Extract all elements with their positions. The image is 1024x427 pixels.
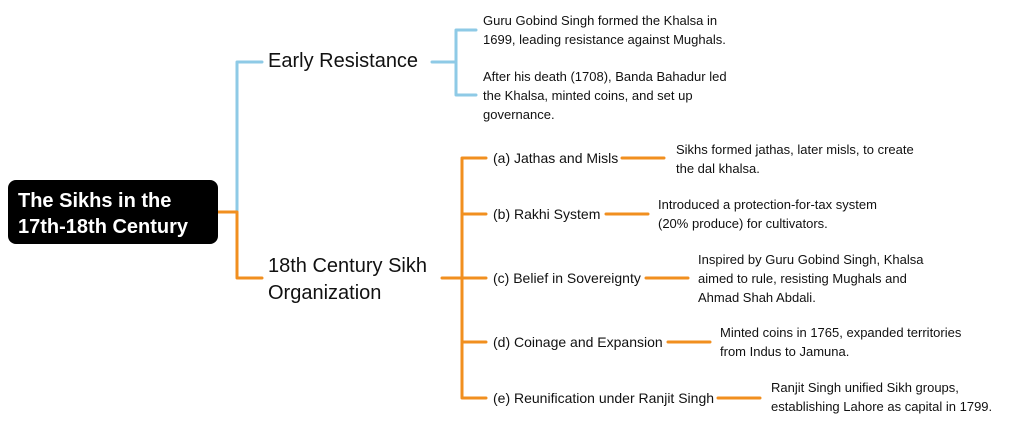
root-title-line-1: The Sikhs in the: [18, 190, 172, 212]
subtopic-rakhi-system: (b) Rakhi System: [493, 206, 601, 222]
detail-reunification-ranjit-singh: Ranjit Singh unified Sikh groups, establ…: [771, 378, 992, 416]
connector-root-18th-century: [216, 210, 264, 280]
detail-line: Ahmad Shah Abdali.: [698, 290, 816, 305]
connector-early-resistance-details: [430, 28, 478, 97]
subtopic-belief-in-sovereignty: (c) Belief in Sovereignty: [493, 270, 641, 286]
detail-line: Introduced a protection-for-tax system: [658, 197, 877, 212]
detail-line: governance.: [483, 107, 555, 122]
detail-belief-in-sovereignty: Inspired by Guru Gobind Singh, Khalsa ai…: [698, 250, 923, 307]
detail-line: the Khalsa, minted coins, and set up: [483, 88, 693, 103]
detail-line: (20% produce) for cultivators.: [658, 216, 828, 231]
detail-line: Guru Gobind Singh formed the Khalsa in: [483, 13, 718, 28]
detail-khalsa-formation: Guru Gobind Singh formed the Khalsa in 1…: [483, 11, 726, 49]
detail-line: After his death (1708), Banda Bahadur le…: [483, 69, 727, 84]
detail-line: Inspired by Guru Gobind Singh, Khalsa: [698, 252, 924, 267]
root-node: The Sikhs in the 17th-18th Century: [8, 180, 218, 244]
detail-banda-bahadur: After his death (1708), Banda Bahadur le…: [483, 67, 727, 124]
branch-early-resistance: Early Resistance: [268, 48, 418, 75]
detail-line: Ranjit Singh unified Sikh groups,: [771, 380, 959, 395]
connector-root-early-resistance: [216, 60, 264, 214]
detail-line: 1699, leading resistance against Mughals…: [483, 32, 726, 47]
detail-line: the dal khalsa.: [676, 161, 760, 176]
branch-18th-century-line-1: 18th Century Sikh: [268, 255, 427, 277]
branch-18th-century-organization: 18th Century Sikh Organization: [268, 253, 427, 307]
detail-line: from Indus to Jamuna.: [720, 344, 850, 359]
detail-line: Minted coins in 1765, expanded territori…: [720, 325, 962, 340]
root-title-line-2: 17th-18th Century: [18, 216, 189, 238]
branch-early-resistance-label: Early Resistance: [268, 50, 419, 72]
detail-line: Sikhs formed jathas, later misls, to cre…: [676, 142, 914, 157]
subtopic-coinage-and-expansion: (d) Coinage and Expansion: [493, 334, 663, 350]
connector-18th-century-subtopics: [440, 156, 488, 400]
detail-line: establishing Lahore as capital in 1799.: [771, 399, 993, 414]
detail-line: aimed to rule, resisting Mughals and: [698, 271, 907, 286]
detail-rakhi-system: Introduced a protection-for-tax system (…: [658, 195, 877, 233]
subtopic-reunification-ranjit-singh: (e) Reunification under Ranjit Singh: [493, 390, 715, 406]
branch-18th-century-line-2: Organization: [268, 282, 382, 304]
detail-coinage-and-expansion: Minted coins in 1765, expanded territori…: [720, 323, 961, 361]
detail-jathas-and-misls: Sikhs formed jathas, later misls, to cre…: [676, 140, 914, 178]
subtopic-jathas-and-misls: (a) Jathas and Misls: [493, 150, 619, 166]
